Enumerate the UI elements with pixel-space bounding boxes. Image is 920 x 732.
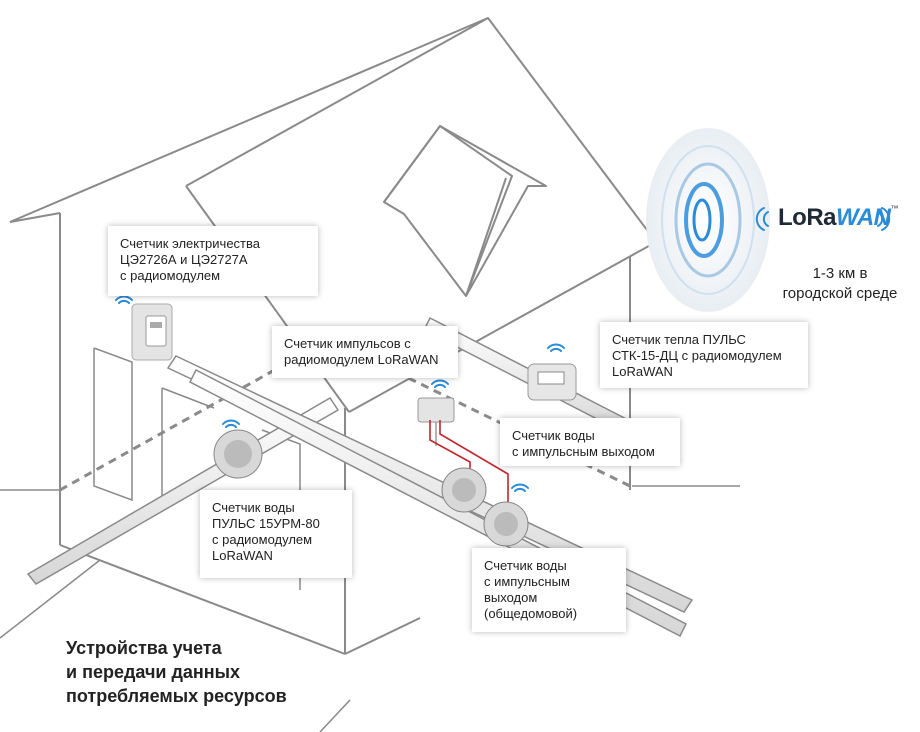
callout-line: выходом <box>484 590 538 605</box>
lorawan-logo-lora: LoRa <box>778 204 837 231</box>
callout-water-common: Счетчик воды с импульсным выходом (общед… <box>472 548 626 632</box>
pulse-counter-icon <box>417 397 455 446</box>
diagram-caption: Устройства учета и передачи данных потре… <box>66 636 287 708</box>
wifi-signal-icon <box>115 295 565 492</box>
callout-line: СТК-15-ДЦ с радиомодулем <box>612 348 782 363</box>
callout-line: LoRaWAN <box>612 364 673 379</box>
callout-line: радиомодулем LoRaWAN <box>284 352 439 367</box>
water-meter-icon <box>213 429 529 547</box>
callout-line: Счетчик электричества <box>120 236 260 251</box>
callout-line: (общедомовой) <box>484 606 578 621</box>
callout-line: с импульсным выходом <box>512 444 655 459</box>
callout-line: Счетчик воды <box>512 428 595 443</box>
range-line: 1-3 км в <box>812 265 868 282</box>
callout-water-pulse-output: Счетчик воды с импульсным выходом <box>500 418 680 466</box>
callout-line: Счетчик воды <box>484 558 567 573</box>
callout-line: ЦЭ2726А и ЦЭ2727А <box>120 252 248 267</box>
callout-pulse-counter: Счетчик импульсов с радиомодулем LoRaWAN <box>272 326 458 378</box>
callout-line: с импульсным <box>484 574 570 589</box>
heat-meter-icon <box>527 363 577 401</box>
caption-line: Устройства учета <box>66 638 222 658</box>
radio-waves-icon <box>646 128 770 312</box>
callout-line: Счетчик тепла ПУЛЬС <box>612 332 746 347</box>
callout-line: ПУЛЬС 15УРМ-80 <box>212 516 320 531</box>
range-line: городской среде <box>782 285 898 302</box>
callout-heat-meter: Счетчик тепла ПУЛЬС СТК-15-ДЦ с радиомод… <box>600 322 808 388</box>
caption-line: и передачи данных <box>66 662 241 682</box>
callout-electricity-meter: Счетчик электричества ЦЭ2726А и ЦЭ2727А … <box>108 226 318 296</box>
callout-line: Счетчик воды <box>212 500 295 515</box>
callout-water-pulse15: Счетчик воды ПУЛЬС 15УРМ-80 с радиомодул… <box>200 490 352 578</box>
ground-lines <box>0 485 740 732</box>
callout-line: с радиомодулем <box>212 532 313 547</box>
lorawan-logo: LoRaWAN™ <box>778 204 898 232</box>
caption-line: потребляемых ресурсов <box>66 686 287 706</box>
lorawan-logo-wan: WAN <box>836 204 891 231</box>
lorawan-logo-waves <box>755 207 891 231</box>
dormer <box>383 125 547 297</box>
callout-line: с радиомодулем <box>120 268 221 283</box>
lorawan-range: 1-3 км в городской среде <box>770 264 910 304</box>
electricity-meter-icon <box>131 303 173 361</box>
callout-line: Счетчик импульсов с <box>284 336 411 351</box>
lorawan-logo-tm: ™ <box>890 204 899 213</box>
callout-line: LoRaWAN <box>212 548 273 563</box>
